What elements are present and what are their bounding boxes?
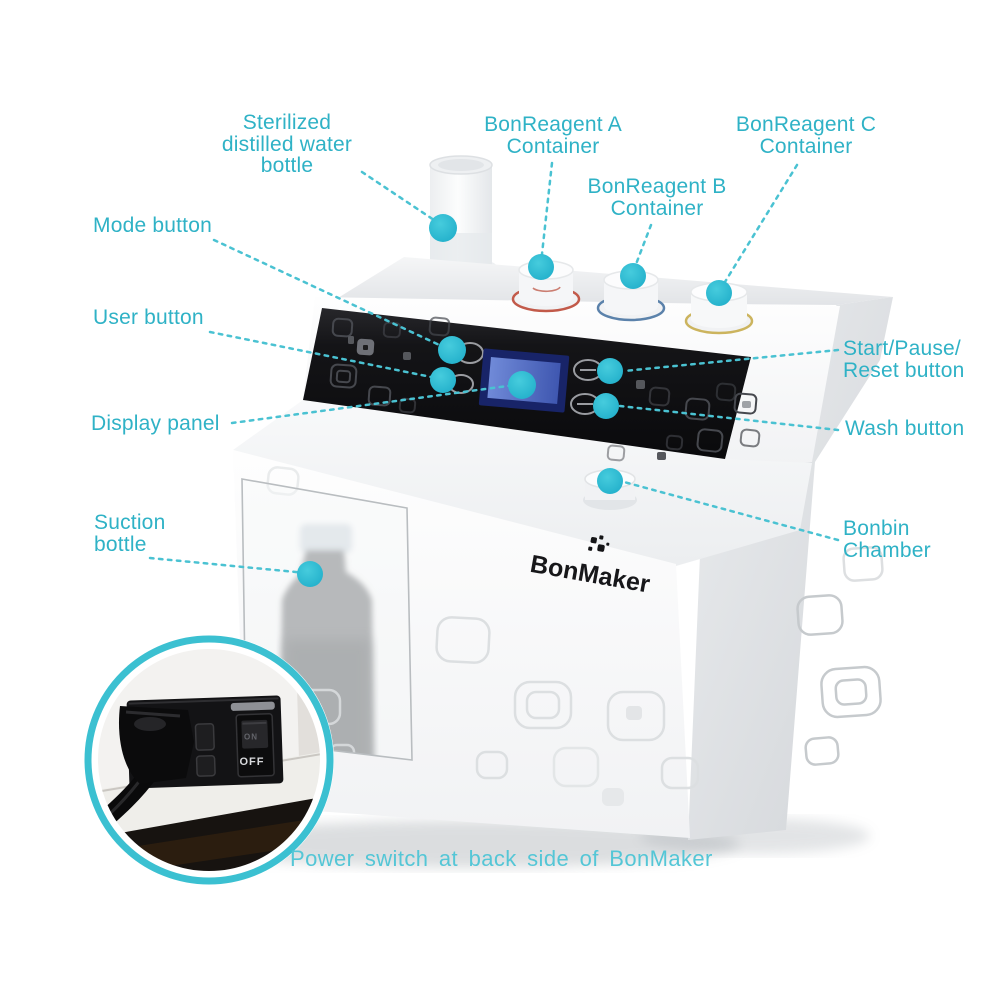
label-line: Container bbox=[759, 134, 853, 158]
label-line: Suction bbox=[94, 511, 166, 534]
label-line: bottle bbox=[94, 532, 147, 556]
label-line: Wash button bbox=[845, 417, 965, 440]
reagent-cap-b bbox=[596, 270, 666, 322]
label-line: BonReagent C bbox=[735, 113, 877, 136]
label-line: Bonbin bbox=[843, 517, 910, 540]
label-reagent-c: BonReagent C Container bbox=[736, 114, 876, 157]
label-line: distilled water bbox=[221, 132, 353, 156]
right-pattern bbox=[796, 546, 884, 766]
label-water-bottle: Sterilized distilled water bottle bbox=[222, 112, 352, 177]
label-line: BonReagent B bbox=[587, 175, 727, 198]
label-start-pause-reset: Start/Pause/ Reset button bbox=[843, 338, 964, 381]
label-display-panel: Display panel bbox=[91, 413, 220, 435]
bonmaker-logo-mark-icon bbox=[588, 535, 610, 552]
power-switch-caption: Power switch at back side of BonMaker bbox=[290, 846, 713, 871]
label-reagent-a: BonReagent A Container bbox=[484, 114, 622, 157]
power-switch-off-label: OFF bbox=[239, 756, 265, 768]
reagent-cap-c bbox=[684, 282, 754, 335]
label-reagent-b: BonReagent B Container bbox=[587, 176, 726, 219]
power-inset bbox=[84, 635, 334, 885]
label-user-button: User button bbox=[93, 307, 204, 329]
label-bonbin-chamber: Bonbin Chamber bbox=[843, 518, 931, 561]
label-line: Start/Pause/ bbox=[843, 337, 961, 360]
label-line: Mode button bbox=[93, 214, 212, 237]
power-switch-on-label: ON bbox=[244, 732, 258, 742]
label-line: User button bbox=[93, 306, 204, 329]
label-line: Reset button bbox=[843, 358, 965, 382]
label-line: Container bbox=[506, 134, 600, 158]
front-pattern bbox=[266, 466, 700, 806]
label-suction-bottle: Suction bottle bbox=[94, 512, 165, 555]
leader-lines bbox=[148, 161, 840, 575]
label-line: Chamber bbox=[843, 538, 931, 562]
label-line: BonReagent A bbox=[484, 113, 622, 136]
callout-dots bbox=[297, 214, 732, 587]
label-mode-button: Mode button bbox=[93, 215, 212, 237]
machine-right-face bbox=[688, 297, 893, 840]
label-wash-button: Wash button bbox=[845, 418, 964, 440]
label-line: Container bbox=[610, 196, 704, 220]
panel-glyphs bbox=[329, 316, 761, 462]
shelf-surface bbox=[233, 400, 812, 566]
label-line: Display panel bbox=[91, 412, 220, 435]
label-line: bottle bbox=[260, 154, 314, 177]
label-line: Sterilized bbox=[242, 111, 332, 134]
